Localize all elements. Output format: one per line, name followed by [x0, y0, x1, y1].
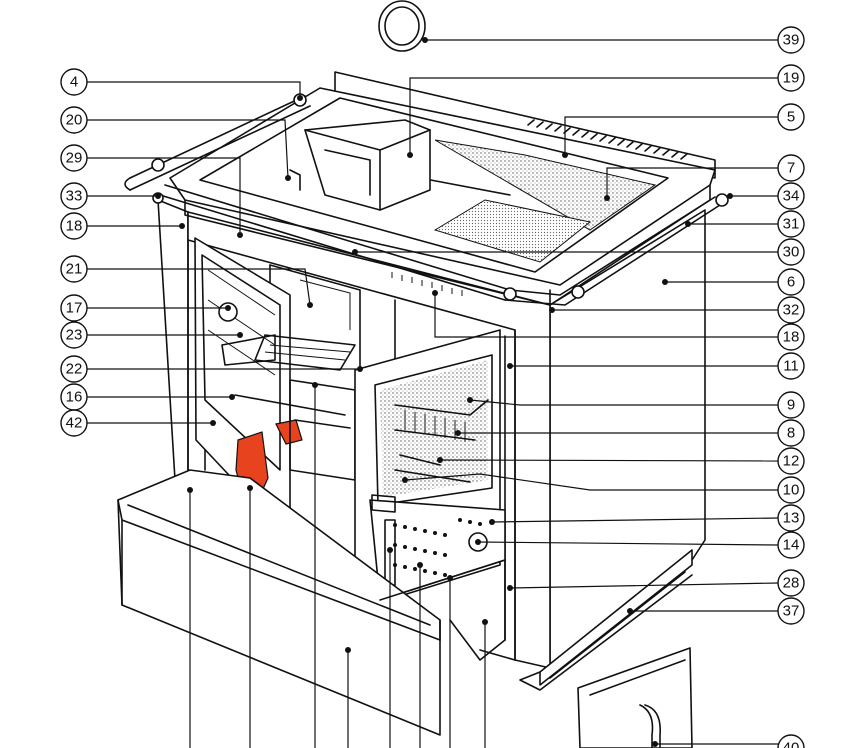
svg-text:13: 13: [783, 510, 800, 527]
svg-text:29: 29: [66, 150, 83, 167]
svg-text:17: 17: [66, 300, 83, 317]
lid-39: [378, 0, 426, 52]
callout-21: 21: [60, 255, 88, 283]
svg-text:34: 34: [783, 188, 800, 205]
svg-text:37: 37: [783, 603, 800, 620]
svg-text:30: 30: [783, 244, 800, 261]
callouts: 39 19 4 20 5 29 7 33 34 18 31 30 21 6 17…: [60, 26, 805, 748]
svg-text:16: 16: [66, 389, 83, 406]
callout-10: 10: [777, 476, 805, 504]
plinth-strip: [539, 549, 693, 686]
callout-11: 11: [777, 352, 805, 380]
callout-37: 37: [777, 597, 805, 625]
panel-40: [577, 647, 693, 748]
callout-29: 29: [60, 144, 88, 172]
drawer-cavity: [379, 559, 506, 661]
callout-14: 14: [777, 531, 805, 559]
svg-text:31: 31: [783, 216, 800, 233]
callout-8: 8: [777, 419, 805, 447]
svg-text:6: 6: [787, 274, 795, 291]
svg-text:42: 42: [66, 415, 83, 432]
callout-22: 22: [60, 355, 88, 383]
callout-16: 16: [60, 383, 88, 411]
svg-text:7: 7: [787, 160, 795, 177]
svg-text:19: 19: [783, 70, 800, 87]
callout-34: 34: [777, 182, 805, 210]
callout-12: 12: [777, 447, 805, 475]
svg-text:11: 11: [783, 358, 799, 375]
svg-text:5: 5: [787, 109, 795, 126]
vent-slots: [527, 119, 688, 160]
callout-4: 4: [60, 68, 88, 96]
callout-6: 6: [777, 268, 805, 296]
callout-28: 28: [777, 569, 805, 597]
callout-18-mid: 18: [777, 323, 805, 351]
callout-32: 32: [777, 296, 805, 324]
callout-42: 42: [60, 409, 88, 437]
air-vent-holes: [393, 518, 482, 577]
svg-text:21: 21: [66, 261, 83, 278]
callout-18-top: 18: [60, 212, 88, 240]
callout-13: 13: [777, 504, 805, 532]
svg-text:9: 9: [787, 397, 795, 414]
callout-7: 7: [777, 154, 805, 182]
svg-text:10: 10: [783, 482, 800, 499]
leader-lines: [87, 37, 779, 748]
svg-text:18: 18: [66, 218, 83, 235]
drawer: [117, 469, 441, 736]
svg-text:28: 28: [783, 575, 800, 592]
callout-5: 5: [777, 103, 805, 131]
callout-31: 31: [777, 210, 805, 238]
callout-39: 39: [777, 26, 805, 54]
svg-text:4: 4: [70, 74, 78, 91]
svg-text:8: 8: [787, 425, 795, 442]
svg-text:14: 14: [783, 537, 800, 554]
callout-33: 33: [60, 182, 88, 210]
callout-19: 19: [777, 64, 805, 92]
callout-30: 30: [777, 238, 805, 266]
svg-text:23: 23: [66, 327, 83, 344]
callout-20: 20: [60, 106, 88, 134]
svg-text:18: 18: [783, 329, 800, 346]
callout-17: 17: [60, 294, 88, 322]
svg-text:33: 33: [66, 188, 83, 205]
svg-text:39: 39: [783, 32, 800, 49]
cooktop: [169, 71, 716, 306]
callout-40: 40: [777, 734, 805, 748]
svg-text:20: 20: [66, 112, 83, 129]
callout-23: 23: [60, 321, 88, 349]
svg-text:12: 12: [783, 453, 800, 470]
callout-9: 9: [777, 391, 805, 419]
firebox-door: [354, 329, 506, 611]
grate: [404, 410, 466, 442]
svg-text:22: 22: [66, 361, 83, 378]
svg-text:32: 32: [783, 302, 800, 319]
svg-text:40: 40: [783, 740, 800, 748]
